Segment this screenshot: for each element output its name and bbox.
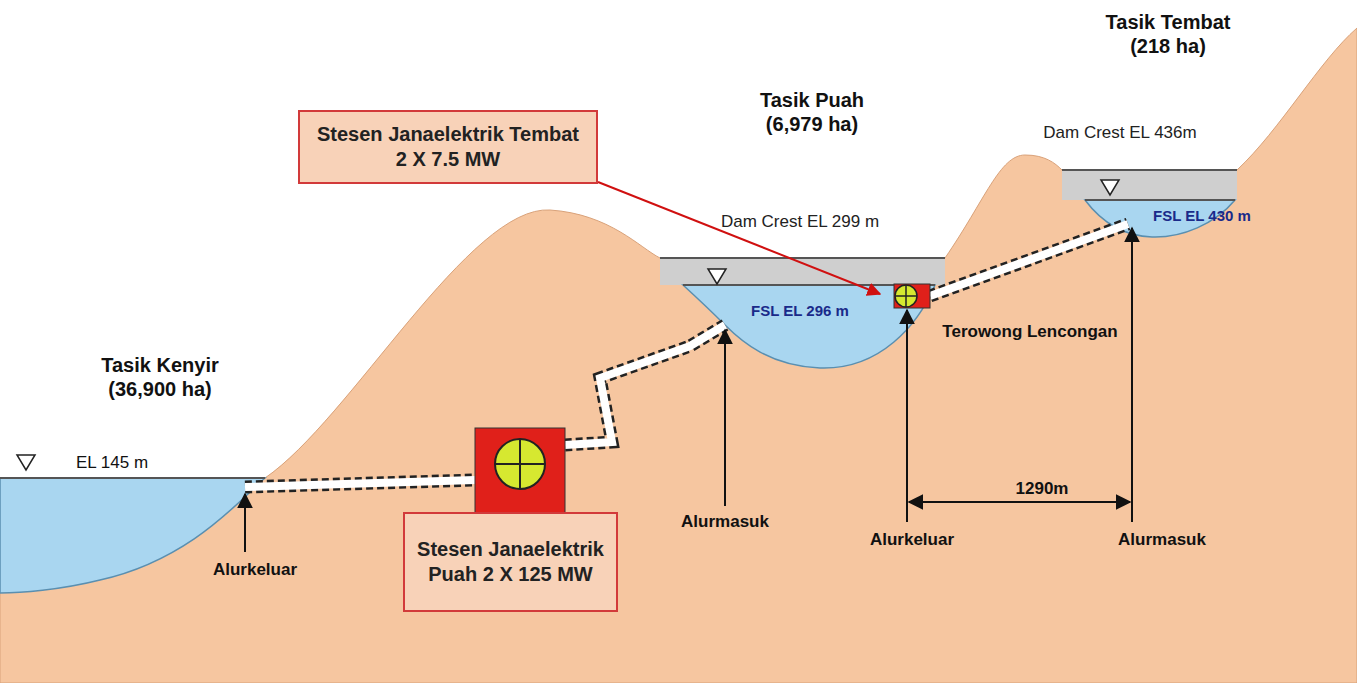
callout-box: Stesen Janaelektrik Tembat 2 X 7.5 MW xyxy=(298,110,598,184)
outlet-label: Alurkeluar xyxy=(195,560,315,580)
water-level-symbol xyxy=(17,455,35,470)
intake-label: Alurmasuk xyxy=(1102,530,1222,550)
tunnel xyxy=(245,224,1128,487)
tunnel-name: Terowong Lencongan xyxy=(930,322,1130,342)
crest-line xyxy=(660,257,945,259)
callout-text: Stesen Janaelektrik Puah 2 X 125 MW xyxy=(415,537,606,587)
elevation-label: Dam Crest EL 299 m xyxy=(700,212,900,232)
tembat-station-symbol xyxy=(894,284,930,308)
outlet-label: Alurkeluar xyxy=(852,530,972,550)
leader-line xyxy=(598,182,880,294)
puah-station-symbol xyxy=(475,428,565,520)
intake-label: Alurmasuk xyxy=(665,512,785,532)
elevation-label: EL 145 m xyxy=(62,453,162,473)
water-level-symbol xyxy=(1101,180,1119,195)
elevation-label: Dam Crest EL 436m xyxy=(1020,123,1220,143)
callout-text: Stesen Janaelektrik Tembat 2 X 7.5 MW xyxy=(310,122,586,172)
dimension-line xyxy=(909,501,1130,503)
lake-name: Tasik Kenyir (36,900 ha) xyxy=(70,353,250,401)
water-line xyxy=(1085,199,1235,201)
water-level-label: FSL EL 296 m xyxy=(735,302,865,320)
tembat-dam-crest xyxy=(1062,170,1237,200)
water-level-label: FSL EL 430 m xyxy=(1137,207,1267,225)
terrain xyxy=(0,28,1357,683)
water-level-symbol xyxy=(708,269,726,284)
lake-name: Tasik Tembat (218 ha) xyxy=(1093,10,1243,58)
puah-dam-crest xyxy=(660,258,945,285)
dimension-label: 1290m xyxy=(1002,479,1082,499)
pointer-arrow xyxy=(245,228,1132,552)
callout-box: Stesen Janaelektrik Puah 2 X 125 MW xyxy=(403,512,618,612)
lake-name: Tasik Puah (6,979 ha) xyxy=(737,88,887,136)
crest-line xyxy=(1062,169,1237,171)
water-line xyxy=(0,477,265,479)
